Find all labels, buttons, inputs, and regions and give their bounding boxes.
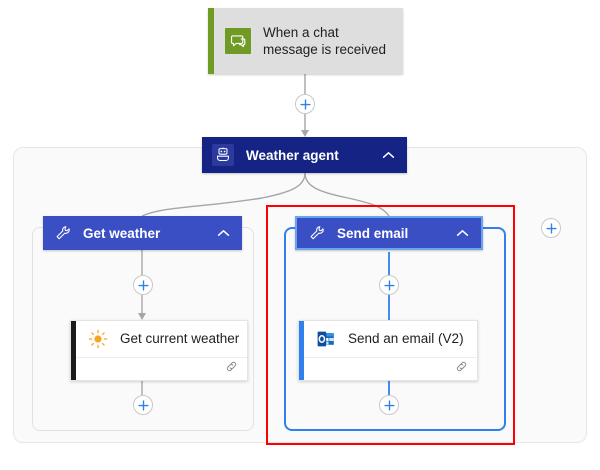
annotation-highlight-rectangle bbox=[266, 205, 515, 445]
action-card-body: Send an email (V2) bbox=[304, 321, 477, 380]
action-card-get-current-weather[interactable]: Get current weather bbox=[70, 320, 248, 381]
action-card-label: Get current weather bbox=[120, 331, 240, 347]
teams-chat-icon bbox=[225, 28, 251, 54]
add-step-button-send-email-bottom[interactable] bbox=[379, 395, 399, 415]
tool-header-get-weather[interactable]: Get weather bbox=[43, 216, 242, 250]
add-branch-button[interactable] bbox=[541, 218, 561, 238]
action-card-send-an-email[interactable]: Send an email (V2) bbox=[298, 320, 478, 381]
link-icon[interactable] bbox=[455, 360, 468, 378]
action-card-footer bbox=[76, 358, 247, 380]
add-step-button-get-weather-top[interactable] bbox=[133, 275, 153, 295]
wrench-icon bbox=[55, 225, 71, 241]
chevron-up-icon[interactable] bbox=[217, 229, 230, 237]
agent-header-weather-agent[interactable]: Weather agent bbox=[202, 137, 407, 173]
action-accent-bar bbox=[71, 321, 76, 380]
action-card-main: Send an email (V2) bbox=[304, 321, 477, 358]
add-step-button-get-weather-bottom[interactable] bbox=[133, 395, 153, 415]
link-icon[interactable] bbox=[225, 360, 238, 378]
sun-icon bbox=[87, 328, 109, 350]
trigger-accent-bar bbox=[208, 8, 214, 74]
trigger-card[interactable]: When a chat message is received bbox=[208, 8, 403, 74]
action-card-label: Send an email (V2) bbox=[348, 331, 464, 347]
wrench-icon bbox=[309, 225, 325, 241]
agent-header-label: Weather agent bbox=[246, 147, 339, 163]
action-accent-bar bbox=[299, 321, 304, 380]
chevron-up-icon[interactable] bbox=[382, 151, 395, 159]
action-card-main: Get current weather bbox=[76, 321, 247, 358]
action-card-footer bbox=[304, 358, 477, 380]
tool-header-label: Get weather bbox=[83, 225, 161, 241]
chevron-up-icon[interactable] bbox=[456, 229, 469, 237]
trigger-label: When a chat message is received bbox=[263, 25, 387, 57]
add-step-button-after-trigger[interactable] bbox=[295, 94, 315, 114]
robot-icon bbox=[212, 144, 234, 166]
action-card-body: Get current weather bbox=[76, 321, 247, 380]
tool-header-send-email[interactable]: Send email bbox=[295, 216, 483, 250]
tool-header-label: Send email bbox=[337, 225, 409, 241]
outlook-icon bbox=[315, 328, 337, 350]
add-step-button-send-email-top[interactable] bbox=[379, 275, 399, 295]
